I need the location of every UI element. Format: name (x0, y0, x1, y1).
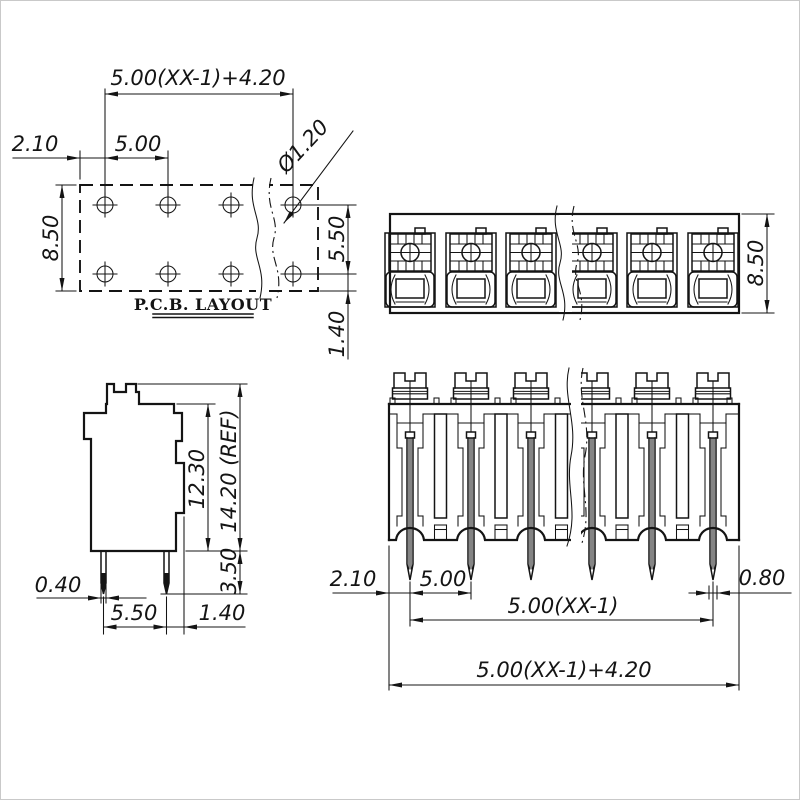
dim-side-pin-spacing: 5.50 (111, 601, 158, 625)
dim-side-pin-edge-offset: 1.40 (199, 601, 246, 625)
dim-side-overall-height: 14.20 (REF) (217, 409, 241, 532)
dim-side-pin-length: 3.50 (217, 548, 241, 595)
dim-pcb-row-edge-offset: 1.40 (325, 311, 349, 358)
dim-front-pin-pitch: 5.00 (420, 567, 467, 591)
dim-pcb-edge-offset: 2.10 (12, 132, 59, 156)
dim-top-depth: 8.50 (744, 240, 768, 287)
dim-front-overall-width: 5.00(XX-1)+4.20 (476, 658, 651, 682)
drawing-linework (12, 88, 792, 691)
dim-front-pin-span: 5.00(XX-1) (508, 594, 619, 618)
dim-side-body-height: 12.30 (185, 449, 209, 509)
dim-pcb-pin-pitch: 5.00 (115, 132, 162, 156)
dim-side-pin-thickness: 0.40 (35, 573, 82, 597)
dim-pcb-overall-width: 5.00(XX-1)+4.20 (110, 66, 285, 90)
dim-pcb-overall-depth: 8.50 (39, 215, 63, 262)
dim-front-pin-width: 0.80 (739, 566, 786, 590)
pcb-layout-label: P.C.B. LAYOUT (134, 295, 272, 314)
dim-pcb-row-spacing: 5.50 (325, 216, 349, 263)
dim-front-edge-offset: 2.10 (330, 567, 377, 591)
